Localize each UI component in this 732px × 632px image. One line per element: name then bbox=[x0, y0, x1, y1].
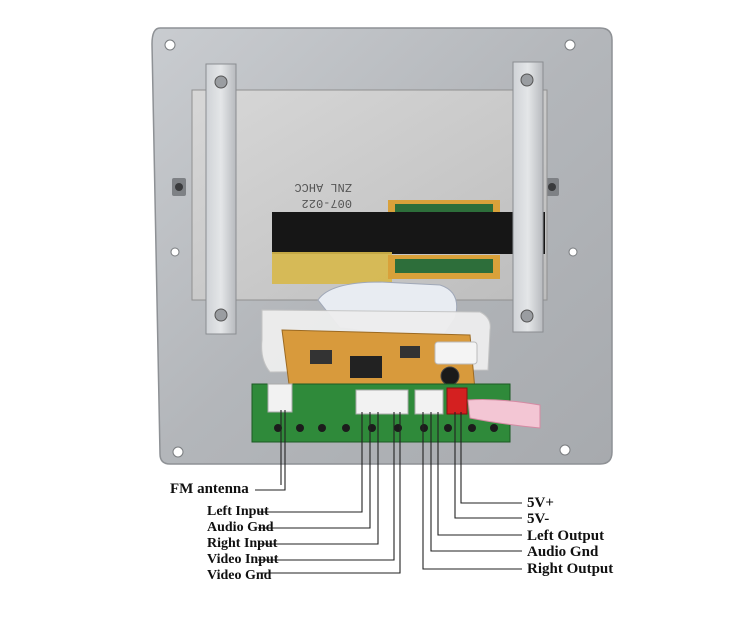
label-5v-plus: 5V+ bbox=[527, 495, 554, 511]
yellow-tape bbox=[272, 252, 392, 284]
bracket-screw-tr bbox=[520, 73, 534, 87]
label-video-gnd: Video Gnd bbox=[207, 568, 272, 583]
pink-wires bbox=[467, 399, 541, 429]
corner-hole-tr bbox=[564, 39, 576, 51]
connector-power bbox=[446, 387, 468, 415]
label-left-input: Left Input bbox=[207, 504, 269, 519]
capacitor bbox=[440, 366, 460, 386]
label-right-input: Right Input bbox=[207, 536, 278, 551]
corner-hole-tl bbox=[164, 39, 176, 51]
jst-connector bbox=[434, 341, 478, 365]
label-video-input: Video Input bbox=[207, 552, 279, 567]
label-right-output: Right Output bbox=[527, 561, 614, 577]
label-audio-gnd-left: Audio Gnd bbox=[207, 520, 274, 535]
label-5v-minus: 5V- bbox=[527, 511, 550, 527]
bracket-screw-br bbox=[520, 309, 534, 323]
connector-fm bbox=[267, 383, 293, 413]
bracket-right bbox=[512, 61, 544, 333]
corner-hole-br bbox=[559, 444, 571, 456]
bracket-left bbox=[205, 63, 237, 335]
label-audio-gnd-right: Audio Gnd bbox=[527, 544, 599, 560]
bracket-screw-bl bbox=[214, 308, 228, 322]
connector-output-block bbox=[414, 389, 444, 415]
pcb-code: 007-022 bbox=[302, 196, 352, 210]
leader-lines bbox=[255, 410, 522, 574]
label-fm-antenna: FM antenna bbox=[170, 481, 249, 497]
bracket-screw-tl bbox=[214, 75, 228, 89]
label-left-output: Left Output bbox=[527, 528, 605, 544]
pcb-code2: ZNL AHCC bbox=[294, 180, 352, 194]
black-tape bbox=[272, 212, 545, 254]
corner-hole-bl bbox=[172, 446, 184, 458]
connector-input-block bbox=[355, 389, 409, 415]
